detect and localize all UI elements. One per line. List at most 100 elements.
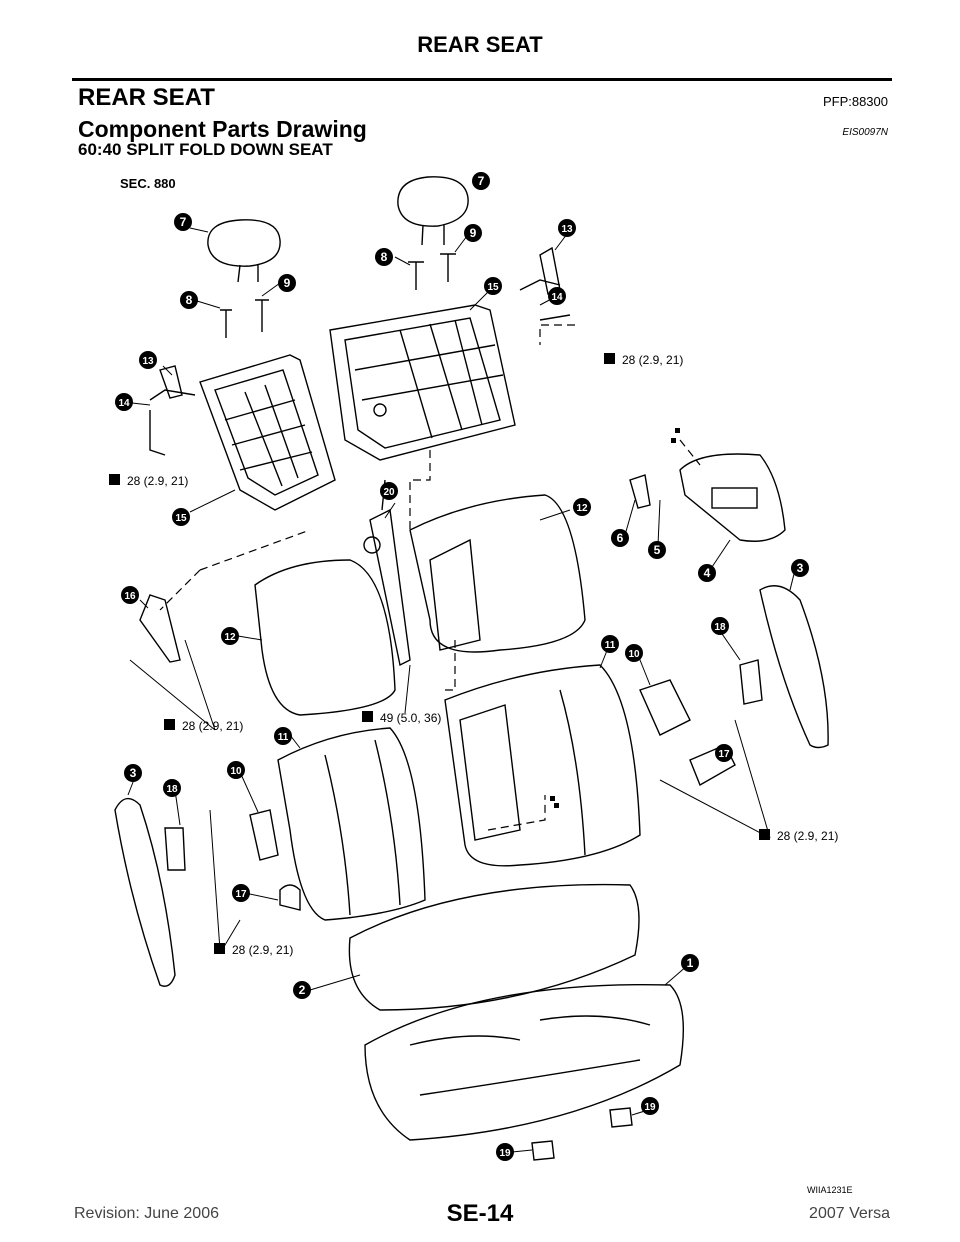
seatback-trim-right	[444, 664, 641, 867]
callout-number: 13	[561, 224, 573, 235]
seatback-trim-left	[277, 727, 426, 921]
callout-number: 18	[714, 622, 726, 633]
callout-number: 5	[654, 543, 661, 557]
callout-number: 15	[175, 513, 187, 524]
callout-number: 18	[166, 784, 178, 795]
section-title: REAR SEAT	[78, 84, 215, 111]
callout-number: 13	[142, 356, 154, 367]
callout-number: 16	[124, 591, 136, 602]
pfp-code: PFP:88300	[822, 94, 888, 109]
eis-code: EIS0097N	[842, 127, 888, 138]
callout-number: 17	[718, 749, 730, 760]
seatback-cushion-left	[254, 559, 396, 716]
latches	[249, 679, 736, 911]
callout-6: 6	[611, 529, 629, 547]
callout-number: 10	[628, 649, 640, 660]
callout-number: 2	[299, 983, 306, 997]
callout-19: 19	[496, 1143, 514, 1161]
callout-number: 4	[704, 566, 711, 580]
torque-labels: 28 (2.9, 21) 28 (2.9, 21) 28 (2.9, 21) 4…	[109, 353, 838, 957]
callout-2: 2	[293, 981, 311, 999]
callout-7: 7	[174, 213, 192, 231]
callout-16: 16	[121, 586, 139, 604]
callout-number: 14	[551, 292, 563, 303]
callout-15: 15	[484, 277, 502, 295]
callout-number: 19	[499, 1148, 511, 1159]
callout-18: 18	[711, 617, 729, 635]
diagram-caption: 60:40 SPLIT FOLD DOWN SEAT	[78, 140, 333, 159]
callout-number: 11	[605, 640, 616, 651]
leader-lines	[127, 227, 796, 1153]
callout-number: 12	[224, 632, 236, 643]
side-bolster-left	[114, 797, 176, 987]
callout-number: 11	[278, 732, 289, 743]
image-code: WIIA1231E	[807, 1185, 853, 1195]
torque-label-28-d: 28 (2.9, 21)	[777, 829, 838, 843]
callout-3: 3	[124, 764, 142, 782]
routing-lines	[159, 324, 701, 831]
callout-number: 8	[186, 293, 193, 307]
callout-5: 5	[648, 541, 666, 559]
callout-14: 14	[115, 393, 133, 411]
callout-8: 8	[180, 291, 198, 309]
callout-11: 11	[274, 727, 292, 745]
headrest-right	[397, 176, 469, 246]
callout-number: 3	[797, 561, 804, 575]
callout-19: 19	[641, 1097, 659, 1115]
footer-revision: Revision: June 2006	[74, 1205, 219, 1222]
seat-exploded-diagram: SEC. 880	[109, 172, 838, 1161]
sec-label: SEC. 880	[120, 176, 176, 191]
callout-number: 10	[230, 766, 242, 777]
callout-number: 9	[470, 226, 477, 240]
subsection-title: Component Parts Drawing	[78, 116, 367, 142]
seatback-frame-left	[149, 354, 336, 511]
callout-10: 10	[227, 761, 245, 779]
callout-number: 8	[381, 250, 388, 264]
callout-number: 20	[383, 487, 395, 498]
callout-number: 14	[118, 398, 130, 409]
torque-label-28-a: 28 (2.9, 21)	[622, 353, 683, 367]
callout-1: 1	[681, 954, 699, 972]
callout-number: 15	[487, 282, 499, 293]
torque-label-28-c: 28 (2.9, 21)	[182, 719, 243, 733]
callout-10: 10	[625, 644, 643, 662]
callout-number: 7	[478, 174, 485, 188]
seat-cushion-pad	[364, 983, 684, 1141]
side-bolster-right	[759, 585, 829, 749]
clips	[531, 1107, 633, 1161]
headrest-guides	[220, 253, 456, 338]
running-header: REAR SEAT	[417, 32, 543, 57]
torque-label-28-b: 28 (2.9, 21)	[127, 474, 188, 488]
callout-number: 1	[687, 956, 694, 970]
callout-number: 6	[617, 531, 624, 545]
callout-13: 13	[558, 219, 576, 237]
brackets	[139, 246, 763, 871]
seat-belt-retractor	[363, 479, 411, 667]
callout-15: 15	[172, 508, 190, 526]
footer-page: SE-14	[446, 1200, 514, 1227]
callout-12: 12	[221, 627, 239, 645]
armrest	[629, 453, 786, 542]
torque-label-28-e: 28 (2.9, 21)	[232, 943, 293, 957]
header-rule	[72, 78, 892, 81]
callout-17: 17	[232, 884, 250, 902]
callout-number: 17	[235, 889, 247, 900]
callout-13: 13	[139, 351, 157, 369]
seatback-frame-right	[329, 279, 571, 461]
callout-number: 19	[644, 1102, 656, 1113]
callout-4: 4	[698, 564, 716, 582]
callout-12: 12	[573, 498, 591, 516]
callout-number: 12	[576, 503, 588, 514]
callout-number: 3	[130, 766, 137, 780]
seatback-cushion-right	[409, 494, 586, 653]
callout-11: 11	[601, 635, 619, 653]
torque-label-49: 49 (5.0, 36)	[380, 711, 441, 725]
callout-17: 17	[715, 744, 733, 762]
callout-number: 9	[284, 276, 291, 290]
callout-7: 7	[472, 172, 490, 190]
callout-9: 9	[278, 274, 296, 292]
callout-3: 3	[791, 559, 809, 577]
seat-cushion-cover	[348, 883, 640, 1011]
callout-20: 20	[380, 482, 398, 500]
